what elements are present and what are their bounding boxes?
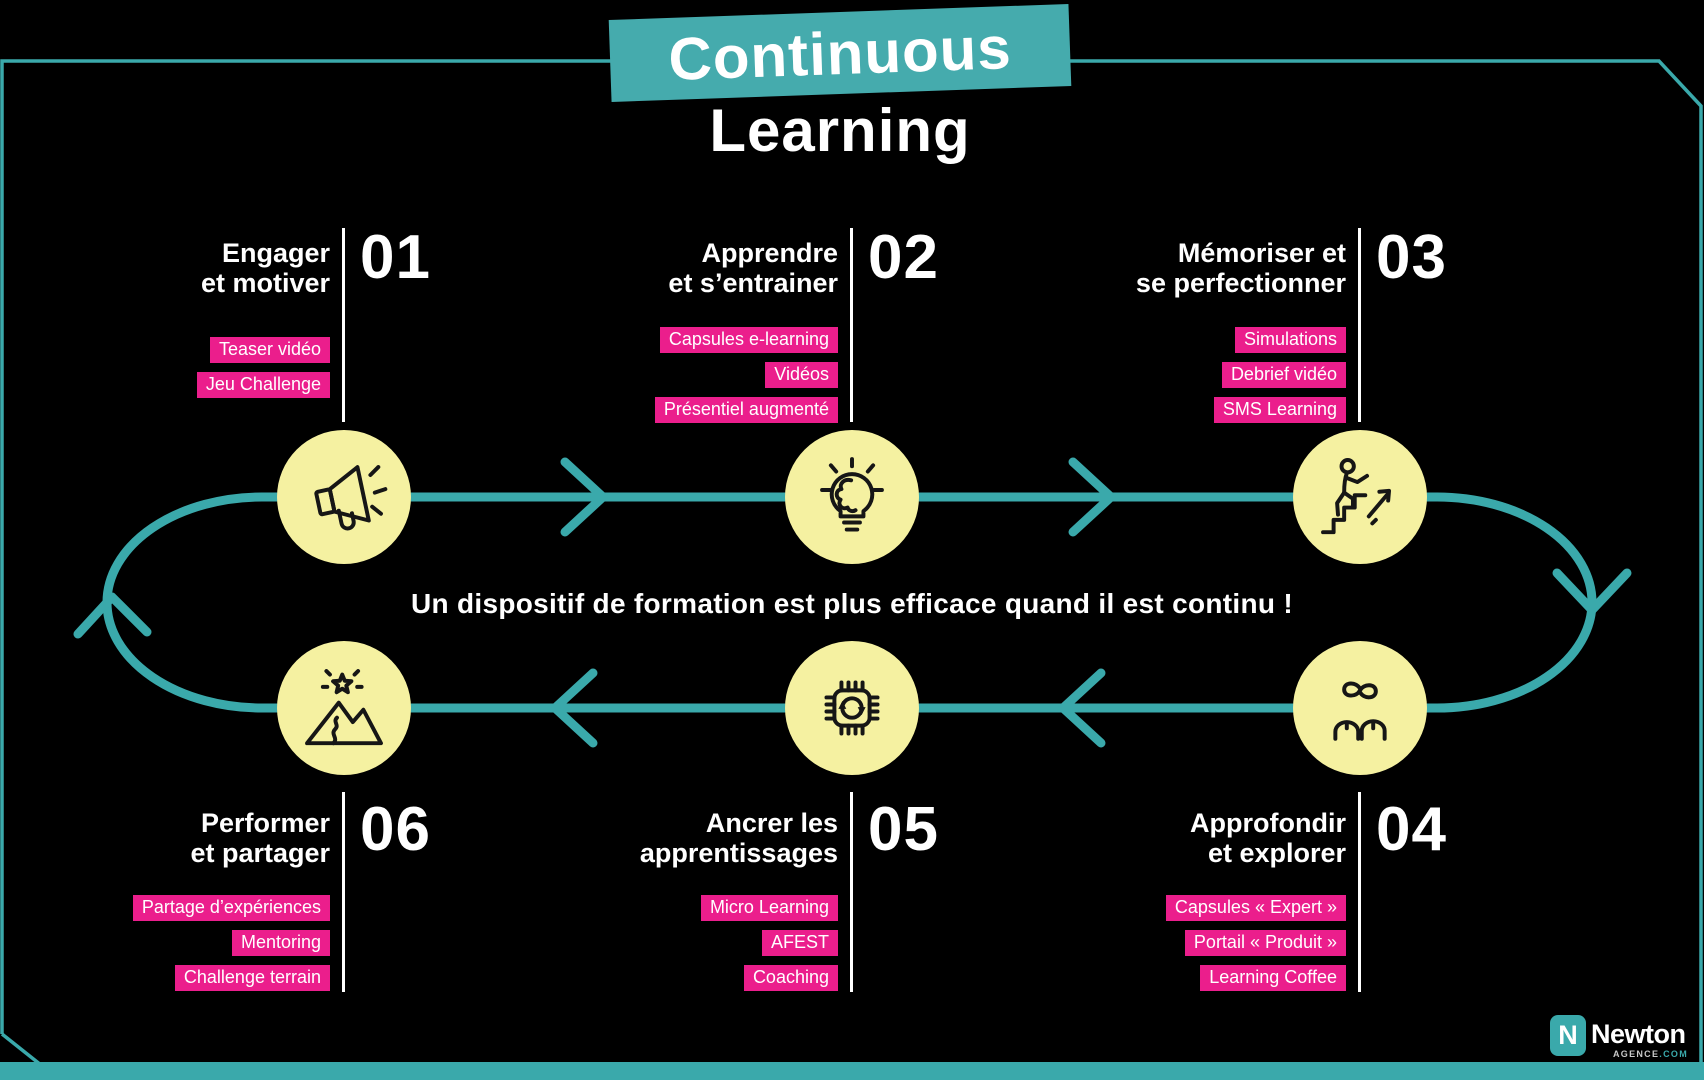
- step-2-circle: [785, 430, 919, 564]
- step-divider: [342, 228, 345, 422]
- step-tags: Micro Learning AFEST Coaching: [522, 895, 838, 991]
- tag: Teaser vidéo: [209, 337, 330, 363]
- title-line-1: Continuous: [667, 13, 1013, 93]
- tag: Learning Coffee: [1200, 965, 1346, 991]
- tag: Coaching: [743, 965, 838, 991]
- step-block-04: Approfondir et explorer 04 Capsules « Ex…: [1070, 792, 1500, 1007]
- tag: Jeu Challenge: [196, 372, 330, 398]
- center-claim: Un dispositif de formation est plus effi…: [411, 588, 1293, 619]
- newton-logo-subtitle: AGENCE.COM: [1612, 1049, 1688, 1059]
- step-divider: [850, 228, 853, 422]
- tag: Micro Learning: [700, 895, 838, 921]
- tag: Challenge terrain: [174, 965, 330, 991]
- step-title: Mémoriser et se perfectionner: [1135, 238, 1346, 298]
- step-block-01: Engager et motiver 01 Teaser vidéo Jeu C…: [54, 223, 484, 443]
- step-divider: [1358, 228, 1361, 422]
- tag: Capsules « Expert »: [1165, 895, 1346, 921]
- step-title: Approfondir et explorer: [1190, 808, 1346, 868]
- infinity-people-icon: [1333, 681, 1387, 741]
- megaphone-icon: [314, 465, 388, 531]
- step-title: Performer et partager: [190, 808, 330, 868]
- newton-logo-name: Newton: [1591, 1019, 1686, 1049]
- mountain-star-icon: [305, 669, 383, 746]
- tag: Debrief vidéo: [1221, 362, 1346, 388]
- step-1-circle: [277, 430, 411, 564]
- chip-sync-icon: [824, 680, 880, 736]
- step-number: 04: [1376, 795, 1447, 864]
- step-tags: Capsules « Expert » Portail « Produit » …: [1030, 895, 1346, 991]
- arrow-left-2: [1058, 668, 1106, 748]
- step-6-circle: [277, 641, 411, 775]
- tag: Simulations: [1234, 327, 1346, 353]
- step-number: 03: [1376, 223, 1447, 292]
- step-title: Apprendre et s’entrainer: [668, 238, 838, 298]
- step-tags: Capsules e-learning Vidéos Présentiel au…: [522, 327, 838, 423]
- step-divider: [1358, 792, 1361, 992]
- step-divider: [850, 792, 853, 992]
- step-title: Engager et motiver: [200, 238, 330, 298]
- tag: Portail « Produit »: [1184, 930, 1346, 956]
- tag: SMS Learning: [1213, 397, 1346, 423]
- step-block-06: Performer et partager 06 Partage d’expér…: [54, 792, 484, 1007]
- arrow-down-right-arc: [1552, 568, 1632, 615]
- tag: Capsules e-learning: [659, 327, 838, 353]
- stairs-progress-icon: [1321, 458, 1392, 535]
- step-tags: Simulations Debrief vidéo SMS Learning: [1030, 327, 1346, 423]
- step-5-circle: [785, 641, 919, 775]
- arrow-right-1: [560, 457, 608, 537]
- tag: Présentiel augmenté: [654, 397, 838, 423]
- step-number: 02: [868, 223, 939, 292]
- step-number: 01: [360, 223, 431, 292]
- arrow-right-2: [1068, 457, 1116, 537]
- tag: AFEST: [761, 930, 838, 956]
- step-tags: Teaser vidéo Jeu Challenge: [14, 337, 330, 398]
- step-divider: [342, 792, 345, 992]
- step-block-02: Apprendre et s’entrainer 02 Capsules e-l…: [562, 223, 992, 443]
- step-block-03: Mémoriser et se perfectionner 03 Simulat…: [1070, 223, 1500, 443]
- arrow-up-left-arc: [73, 592, 152, 639]
- step-number: 05: [868, 795, 939, 864]
- step-title: Ancrer les apprentissages: [639, 808, 838, 868]
- tag: Partage d’expériences: [132, 895, 330, 921]
- step-tags: Partage d’expériences Mentoring Challeng…: [14, 895, 330, 991]
- tag: Vidéos: [765, 362, 838, 388]
- title-banner: Continuous: [608, 3, 1072, 103]
- step-block-05: Ancrer les apprentissages 05 Micro Learn…: [562, 792, 992, 1007]
- brain-bulb-icon: [820, 457, 884, 532]
- step-number: 06: [360, 795, 431, 864]
- newton-n-icon: N: [1550, 1015, 1586, 1056]
- tag: Mentoring: [231, 930, 330, 956]
- newton-logo: N Newton AGENCE.COM: [1550, 1012, 1690, 1064]
- title-line-2: Learning: [709, 97, 971, 164]
- step-4-circle: [1293, 641, 1427, 775]
- arrow-left-1: [550, 668, 598, 748]
- step-3-circle: [1293, 430, 1427, 564]
